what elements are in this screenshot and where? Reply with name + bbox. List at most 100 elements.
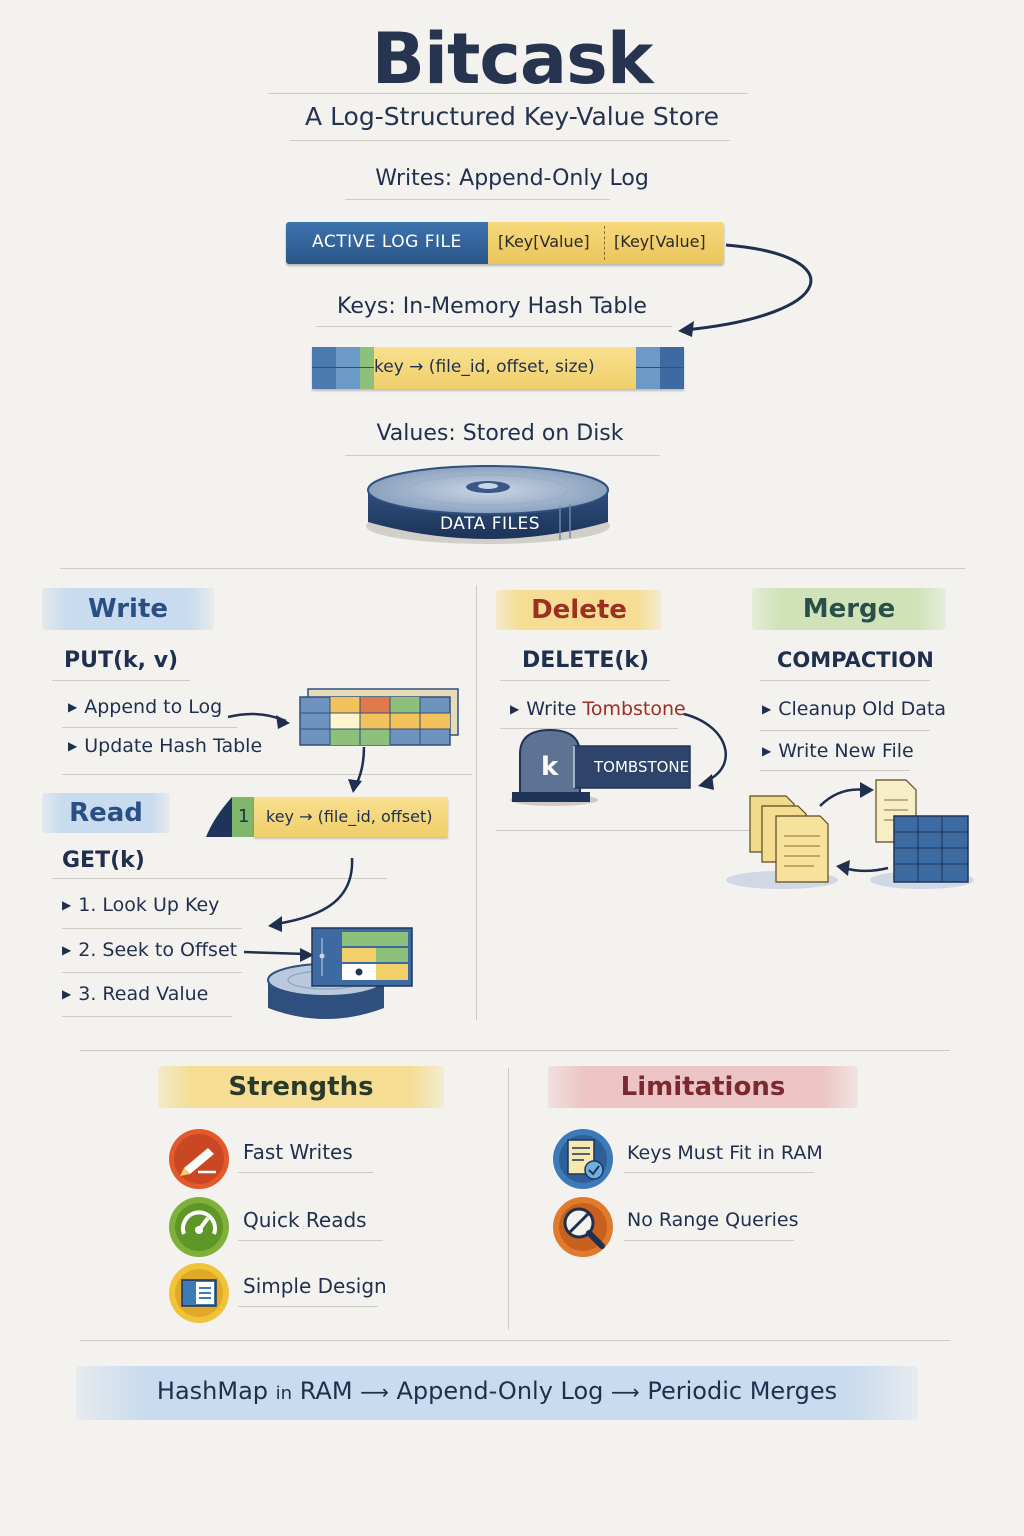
step-rule xyxy=(760,730,930,731)
write-step: ▶ Update Hash Table xyxy=(68,735,262,757)
merge-command-rule xyxy=(760,680,930,681)
bullet-icon: ▶ xyxy=(762,702,772,716)
read-step-label: 3. Read Value xyxy=(78,983,209,1005)
active-log-label: ACTIVE LOG FILE xyxy=(312,232,462,252)
bullet-icon: ▶ xyxy=(510,702,520,716)
step-rule xyxy=(760,770,910,771)
delete-command-rule xyxy=(500,680,670,681)
bullet-icon: ▶ xyxy=(68,700,78,714)
feat-rule xyxy=(238,1240,383,1241)
page-subtitle: A Log-Structured Key-Value Store xyxy=(305,102,719,131)
strength-item: Simple Design xyxy=(243,1274,387,1298)
tombstone-icon xyxy=(510,712,728,806)
footer-log: Append-Only Log xyxy=(396,1377,604,1405)
footer-ram: RAM xyxy=(299,1377,353,1405)
merge-step-label: Cleanup Old Data xyxy=(778,698,946,720)
lower-column-divider xyxy=(508,1068,509,1330)
hash-cell xyxy=(312,347,337,389)
delete-command: DELETE(k) xyxy=(522,648,650,673)
feat-rule xyxy=(624,1172,814,1173)
read-flow-icon xyxy=(243,857,413,1019)
read-step: ▶ 1. Look Up Key xyxy=(62,894,219,916)
limitation-item: No Range Queries xyxy=(627,1209,799,1231)
step-rule xyxy=(62,972,242,973)
values-caption: Values: Stored on Disk xyxy=(376,421,624,446)
arrow-right-icon: ⟶ xyxy=(360,1380,389,1404)
step-rule xyxy=(62,727,237,728)
bullet-icon: ▶ xyxy=(762,744,772,758)
bullet-icon: ▶ xyxy=(62,943,72,957)
index-num: 1 xyxy=(238,806,250,827)
strengths-heading: Strengths xyxy=(158,1066,444,1108)
active-log-segment xyxy=(286,222,488,264)
hash-cell xyxy=(360,347,374,389)
index-entry-bar: 1 key → (file_id, offset) xyxy=(206,797,448,837)
active-log-bar: ACTIVE LOG FILE [Key[Value] [Key[Value] xyxy=(286,222,724,264)
read-step-label: 1. Look Up Key xyxy=(78,894,220,916)
writes-rule xyxy=(345,199,610,200)
read-step: ▶ 3. Read Value xyxy=(62,983,208,1005)
keys-caption: Keys: In-Memory Hash Table xyxy=(337,294,647,319)
quick-reads-gauge-icon xyxy=(169,1197,229,1257)
index-num-cell xyxy=(232,797,254,837)
merge-heading: Merge xyxy=(752,588,946,630)
disk-label: DATA FILES xyxy=(440,514,540,534)
write-heading: Write xyxy=(42,588,214,630)
tombstone-key: k xyxy=(541,752,559,782)
simple-design-book-icon xyxy=(169,1263,229,1323)
merge-step: ▶ Cleanup Old Data xyxy=(762,698,946,720)
hash-grid-line xyxy=(312,367,374,368)
index-entry: key → (file_id, offset) xyxy=(266,807,433,826)
limitations-heading: Limitations xyxy=(548,1066,858,1108)
step-rule xyxy=(62,1016,232,1017)
delete-step-label: Write xyxy=(526,698,577,720)
merge-command: COMPACTION xyxy=(777,648,934,672)
log-entries-segment xyxy=(488,222,724,264)
write-step-label: Append to Log xyxy=(84,696,223,718)
merge-step: ▶ Write New File xyxy=(762,740,914,762)
read-command-rule xyxy=(52,878,387,879)
arrow-right-icon: ⟶ xyxy=(611,1380,640,1404)
column-divider xyxy=(476,585,477,1020)
footer-divider xyxy=(80,1340,950,1341)
data-files-disk-icon xyxy=(366,465,610,544)
hash-cell xyxy=(336,347,360,389)
bar-edge-icon xyxy=(206,797,232,837)
bullet-icon: ▶ xyxy=(62,987,72,1001)
hash-cell xyxy=(660,347,684,389)
footer-banner xyxy=(76,1366,918,1420)
compaction-icon xyxy=(726,779,974,889)
read-command: GET(k) xyxy=(62,848,145,873)
entry-divider xyxy=(604,226,606,260)
log-entry: [Key[Value] xyxy=(614,232,706,251)
strength-item: Quick Reads xyxy=(243,1208,367,1232)
log-to-hash-arrow xyxy=(678,243,813,337)
hash-table-bar: key → (file_id, offset, size) xyxy=(312,347,684,389)
bullet-icon: ▶ xyxy=(68,739,78,753)
limitation-item: Keys Must Fit in RAM xyxy=(627,1142,823,1164)
feat-rule xyxy=(238,1172,373,1173)
write-command: PUT(k, v) xyxy=(64,648,179,673)
write-step: ▶ Append to Log xyxy=(68,696,222,718)
write-step-label: Update Hash Table xyxy=(84,735,263,757)
page-title: Bitcask xyxy=(371,18,654,100)
fast-writes-icon xyxy=(169,1129,229,1189)
subtitle-rule xyxy=(290,140,730,141)
footer-summary: HashMap in RAM ⟶ Append-Only Log ⟶ Perio… xyxy=(76,1377,918,1405)
strength-item: Fast Writes xyxy=(243,1140,353,1164)
keys-rule xyxy=(316,326,672,327)
feat-rule xyxy=(238,1306,378,1307)
hash-entry-cell xyxy=(374,347,636,389)
read-step-label: 2. Seek to Offset xyxy=(78,939,238,961)
section-divider xyxy=(60,568,965,569)
values-rule xyxy=(345,455,660,456)
hash-grid-line xyxy=(636,367,684,368)
write-command-rule xyxy=(52,680,190,681)
log-entry: [Key[Value] xyxy=(498,232,590,251)
footer-in: in xyxy=(275,1383,293,1404)
footer-hashmap: HashMap xyxy=(156,1377,269,1405)
delete-rule xyxy=(496,830,751,831)
bullet-icon: ▶ xyxy=(62,898,72,912)
merge-step-label: Write New File xyxy=(778,740,914,762)
tombstone-label: TOMBSTONE xyxy=(594,758,690,776)
